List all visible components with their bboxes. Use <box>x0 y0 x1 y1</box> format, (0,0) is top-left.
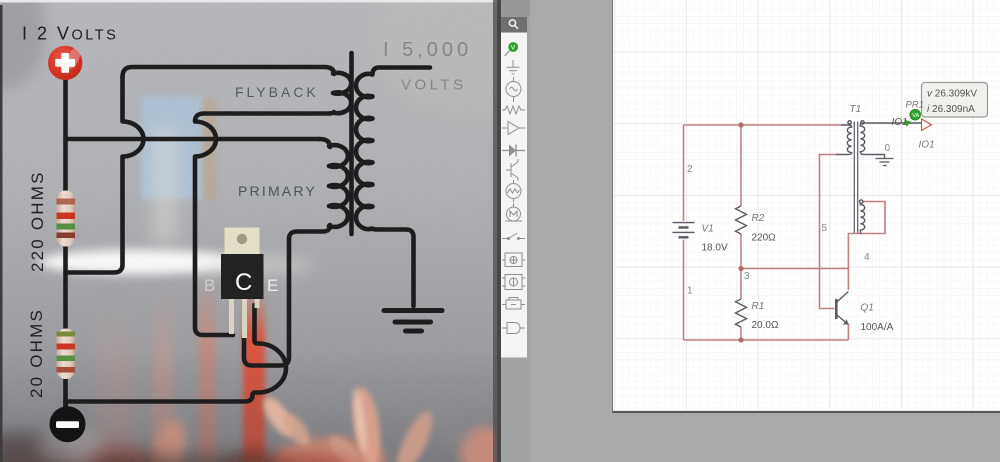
svg-text:i 26.309nA: i 26.309nA <box>927 104 975 115</box>
svg-text:V1: V1 <box>702 224 714 235</box>
svg-text:18.0V: 18.0V <box>702 243 728 254</box>
svg-text:R2: R2 <box>752 213 765 224</box>
svg-text:T1: T1 <box>850 104 862 115</box>
svg-text:5: 5 <box>822 223 828 234</box>
svg-text:IO1: IO1 <box>919 140 935 151</box>
svg-text:IO1: IO1 <box>892 117 908 128</box>
svg-text:2: 2 <box>687 164 693 175</box>
svg-text:1: 1 <box>687 286 693 297</box>
svg-text:20.0Ω: 20.0Ω <box>752 320 779 331</box>
svg-text:100A/A: 100A/A <box>861 322 894 333</box>
svg-text:3: 3 <box>744 271 750 282</box>
svg-text:V: V <box>511 45 516 52</box>
svg-text:0: 0 <box>885 143 891 154</box>
svg-text:v 26.309kV: v 26.309kV <box>927 88 977 99</box>
svg-text:R1: R1 <box>752 301 765 312</box>
svg-text:220Ω: 220Ω <box>752 233 777 244</box>
svg-text:PR1: PR1 <box>906 100 924 111</box>
svg-text:4: 4 <box>864 252 870 263</box>
svg-text:Q1: Q1 <box>861 303 874 314</box>
svg-text:VA: VA <box>912 113 919 119</box>
